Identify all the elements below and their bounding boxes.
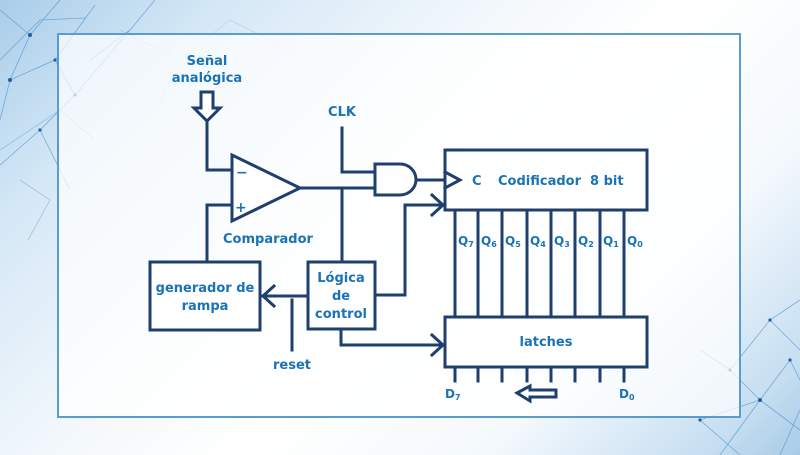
reset-label: reset [273,358,311,373]
encoder-block [443,148,649,212]
encoder-clock-pin-icon [442,169,464,191]
ramp-generator-label-line2: rampa [182,299,229,314]
control-to-ramp-arrowhead-icon [260,283,277,309]
control-to-latches-arrowhead-icon [429,332,446,358]
left-arrow-icon [513,383,558,404]
control-logic-label-line1: Lógica [317,271,364,286]
analog-input-wire [205,119,234,172]
encoder-output-label-q3: Q3 [554,234,570,249]
ramp-generator-block [148,260,262,332]
latches-label: latches [520,335,573,350]
latches-block [443,315,649,369]
latch-output-lsb-label: D0 [619,387,635,402]
latch-output-pins [453,365,626,383]
analog-input-arrow-icon [190,90,224,124]
analog-signal-label-line1: Señal [187,54,228,69]
comparator-minus: − [236,165,248,181]
encoder-output-label-q6: Q6 [481,234,497,249]
control-to-encoder-arrowhead-icon [429,192,446,218]
clock-wire [340,126,377,174]
encoder-output-label-q2: Q2 [578,234,594,249]
comparator-label: Comparador [223,232,314,247]
encoder-output-label-q5: Q5 [505,234,521,249]
ramp-generator-label-line1: generador de [156,281,255,296]
clock-label: CLK [328,105,357,120]
encoder-output-label-q7: Q7 [458,234,474,249]
analog-signal-label-line2: analógica [172,71,242,86]
control-to-encoder-wire [373,203,445,297]
encoder-output-labels: Q7 Q6 Q5 Q4 Q3 Q2 Q1 Q0 [458,234,643,249]
control-logic-label-line2: de [332,289,350,304]
encoder-label: Codificador 8 bit [498,174,624,189]
comparator-plus: + [235,200,247,216]
encoder-output-label-q1: Q1 [603,234,619,249]
control-to-latches-wire [339,327,445,347]
encoder-clock-pin-label: C [472,174,482,189]
encoder-output-label-q0: Q0 [627,234,643,249]
latch-output-msb-label: D7 [445,387,461,402]
and-gate-symbol [373,162,418,197]
encoder-output-label-q4: Q4 [530,234,546,249]
control-logic-label-line3: control [315,307,367,322]
encoder-latch-bus [453,208,626,319]
ramp-to-comparator-wire [205,203,234,264]
comparator-symbol [230,152,304,224]
